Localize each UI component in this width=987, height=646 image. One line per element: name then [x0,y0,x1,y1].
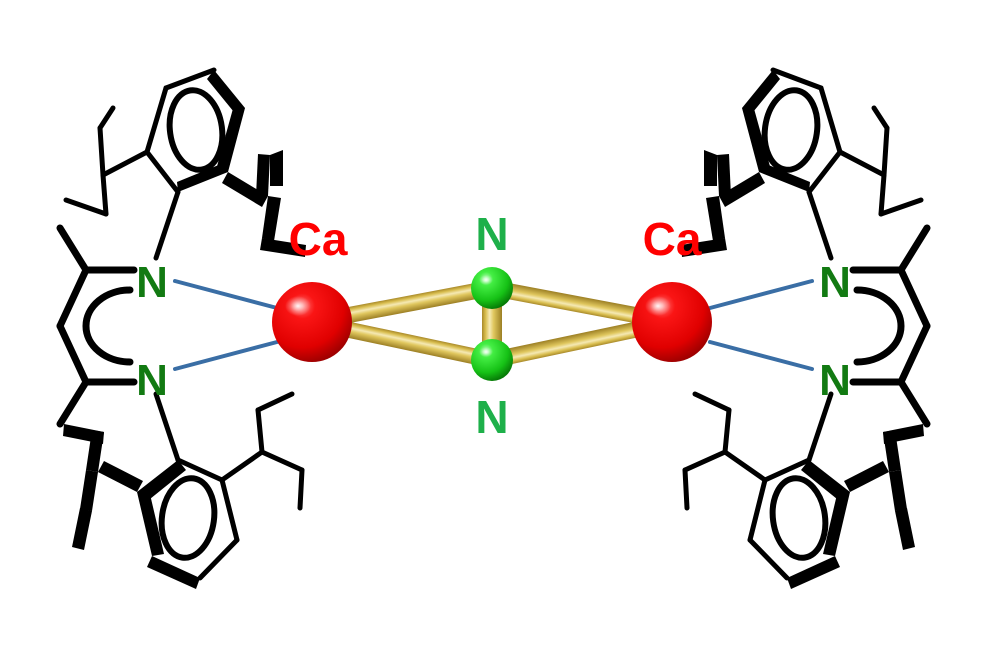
aryl-ring-right-bottom [747,457,850,589]
calcium-sphere-left [272,282,352,362]
aryl-ring-right-top [742,67,843,195]
dative-bond-right-top [708,279,814,310]
dative-bond-left-top [173,279,279,310]
nitrogen-sphere-top [471,267,513,309]
ligand-nitrogen-label-right-bottom: N [819,356,851,405]
isopropyl-right-top-b [681,150,765,257]
isopropyl-left-bottom-b [219,391,305,511]
n-aryl-link-right-bottom [806,391,834,463]
isopropyl-right-bottom-a [844,424,924,550]
calcium-label-right: Ca [643,213,702,265]
calcium-sphere-right [632,282,712,362]
n-aryl-link-left-top [153,189,181,261]
atom-sphere-group [272,267,712,381]
isopropyl-right-top-a [837,105,924,217]
isopropyl-left-top-a [63,105,150,217]
ligand-nitrogen-label-left-bottom: N [136,356,168,405]
ligand-nitrogen-label-left-top: N [136,258,168,307]
bond-ca-right-n-bottom [489,314,674,369]
bond-ca-left-n-top [310,279,496,330]
ligand-right [681,67,931,589]
nacnac-backbone-left [56,224,138,428]
nacnac-backbone-right [849,224,931,428]
atom-label-group: Ca Ca N N N N N N [136,208,851,443]
dative-bond-left-bottom [173,340,279,371]
bond-ca-right-n-top [488,279,674,330]
nitrogen-label-bottom: N [475,391,508,443]
calcium-label-left: Ca [289,213,348,265]
ligand-left [56,67,306,589]
n-aryl-link-left-bottom [153,391,181,463]
nitrogen-label-top: N [475,208,508,260]
n-aryl-link-right-top [806,189,834,261]
dative-bond-right-bottom [708,340,814,371]
bond-ca-left-n-bottom [310,314,495,369]
aryl-ring-left-bottom [137,457,240,589]
nitrogen-sphere-bottom [471,339,513,381]
isopropyl-left-top-b [222,150,306,257]
dative-bond-group [173,279,814,371]
isopropyl-left-bottom-a [63,424,143,550]
isopropyl-right-bottom-b [682,391,768,511]
ligand-nitrogen-label-right-top: N [819,258,851,307]
aryl-ring-left-top [144,67,245,195]
